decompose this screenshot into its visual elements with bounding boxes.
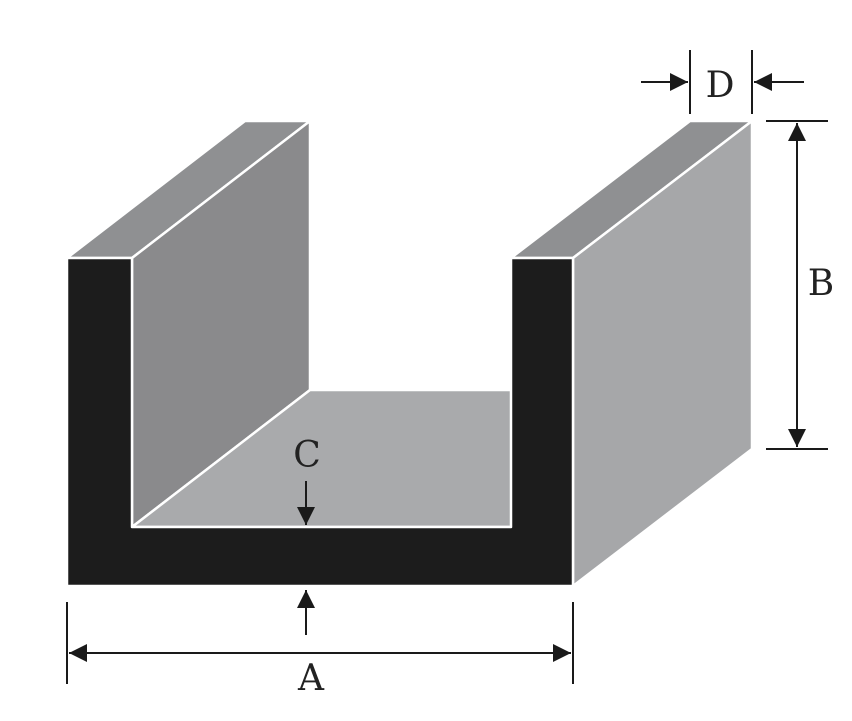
dimension-d-label: D bbox=[706, 65, 735, 106]
dimension-c-label: C bbox=[293, 435, 321, 476]
dimension-b-label: B bbox=[808, 263, 834, 304]
dimension-d bbox=[641, 50, 804, 114]
dimension-b bbox=[766, 120, 828, 450]
front-cross-section bbox=[65, 256, 575, 588]
dimension-a bbox=[66, 602, 574, 684]
dimension-a-label: A bbox=[297, 658, 325, 699]
u-channel-body bbox=[65, 119, 754, 588]
